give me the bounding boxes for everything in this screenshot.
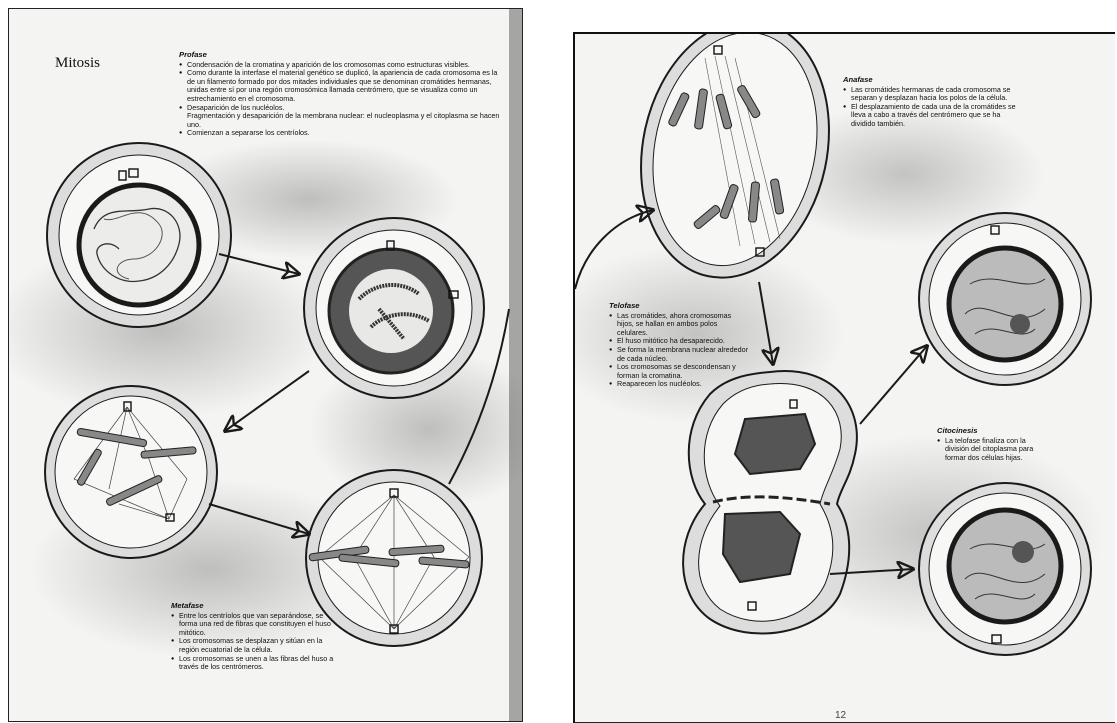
cell-prophase [304, 218, 484, 398]
cell-telophase [683, 371, 857, 633]
daughter-cell-bottom [919, 483, 1091, 655]
arrow-icon [860, 346, 927, 424]
page-left: Mitosis Profase Condensación de la croma… [8, 8, 523, 722]
arrow-icon [225, 371, 309, 431]
cell-metaphase [306, 470, 482, 646]
arrow-icon [209, 504, 309, 534]
mitosis-diagram-right [575, 34, 1115, 722]
cell-prometaphase [45, 386, 217, 558]
daughter-cell-top [919, 213, 1091, 385]
mitosis-diagram-left [9, 9, 522, 721]
cell-prophase-early [47, 143, 231, 327]
continuation-curve [575, 210, 653, 289]
arrow-icon [219, 254, 299, 274]
arrow-icon [759, 282, 773, 364]
page-right: Anafase Las cromátides hermanas de cada … [573, 32, 1115, 723]
cell-anaphase [618, 34, 852, 295]
